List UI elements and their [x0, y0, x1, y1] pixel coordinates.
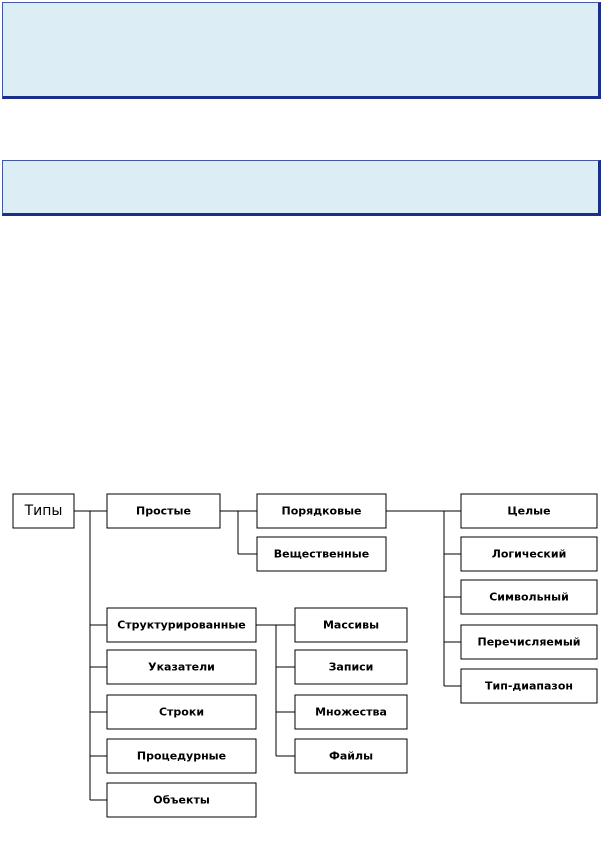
- node-label: Строки: [159, 706, 204, 719]
- node-label: Процедурные: [137, 750, 226, 763]
- node-boolean: Логический: [460, 536, 598, 572]
- node-pointers: Указатели: [106, 649, 257, 685]
- node-simple: Простые: [106, 493, 221, 529]
- node-integer: Целые: [460, 493, 598, 529]
- node-label: Логический: [492, 548, 567, 561]
- subheader-panel: [2, 160, 601, 216]
- node-real: Вещественные: [256, 536, 387, 572]
- node-label: Множества: [315, 706, 387, 719]
- node-records: Записи: [294, 649, 408, 685]
- node-files: Файлы: [294, 738, 408, 774]
- node-root-types: Типы: [12, 493, 75, 529]
- node-label: Целые: [507, 505, 550, 518]
- node-objects: Объекты: [106, 782, 257, 818]
- node-label: Типы: [24, 503, 63, 519]
- node-label: Тип-диапазон: [485, 680, 573, 693]
- node-label: Порядковые: [282, 505, 362, 518]
- node-label: Массивы: [323, 619, 379, 632]
- node-label: Простые: [136, 505, 191, 518]
- node-label: Вещественные: [274, 548, 369, 561]
- connector-lines: [74, 510, 461, 801]
- node-strings: Строки: [106, 694, 257, 730]
- node-label: Указатели: [148, 661, 215, 674]
- node-label: Структурированные: [117, 619, 246, 632]
- node-subrange: Тип-диапазон: [460, 668, 598, 704]
- node-label: Файлы: [329, 750, 373, 763]
- node-sets: Множества: [294, 694, 408, 730]
- node-label: Объекты: [153, 794, 210, 807]
- node-ordinal: Порядковые: [256, 493, 387, 529]
- node-arrays: Массивы: [294, 607, 408, 643]
- header-panel: [2, 2, 601, 99]
- node-procedural: Процедурные: [106, 738, 257, 774]
- node-structured: Структурированные: [106, 607, 257, 643]
- node-char: Символьный: [460, 579, 598, 615]
- node-label: Записи: [329, 661, 374, 674]
- node-enumerated: Перечисляемый: [460, 624, 598, 660]
- node-label: Перечисляемый: [477, 636, 580, 649]
- node-label: Символьный: [489, 591, 569, 604]
